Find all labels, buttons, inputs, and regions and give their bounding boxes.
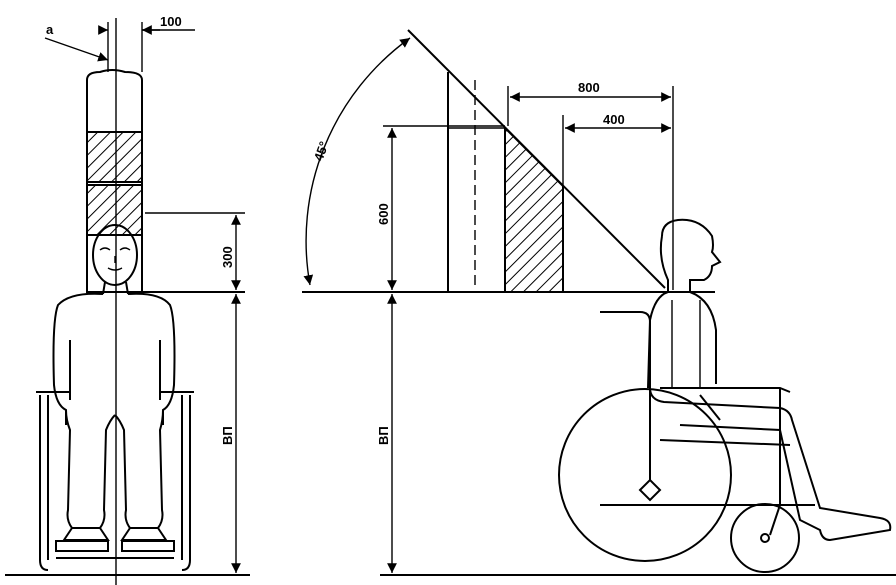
side-mirror-hatch	[504, 125, 564, 293]
small-wheel	[730, 503, 800, 573]
label-a: a	[46, 22, 54, 37]
dim-vp-front-label: ВП	[220, 426, 235, 445]
side-wheelchair	[558, 311, 815, 573]
front-view: 100 a	[5, 14, 250, 585]
dim-100-label: 100	[160, 14, 182, 29]
leader-a	[44, 37, 109, 62]
angle-45-label: 45°	[311, 139, 332, 163]
front-mirror	[86, 69, 143, 293]
dim-vp-side-label: ВП	[376, 426, 391, 445]
dim-800-label: 800	[578, 80, 600, 95]
dim-400-label: 400	[603, 112, 625, 127]
side-view: 45° 600 ВП 800 400	[302, 29, 896, 576]
angle-arc	[303, 37, 411, 286]
dim-300-label: 300	[220, 246, 235, 268]
dim-600-label: 600	[376, 203, 391, 225]
front-wheelchair	[36, 391, 194, 571]
big-wheel	[558, 388, 732, 562]
side-person	[647, 218, 892, 542]
front-mirror-hatch-upper	[86, 131, 143, 183]
front-mirror-hatch-lower	[86, 184, 143, 236]
front-person	[52, 224, 176, 541]
mirror-outline	[447, 72, 506, 292]
